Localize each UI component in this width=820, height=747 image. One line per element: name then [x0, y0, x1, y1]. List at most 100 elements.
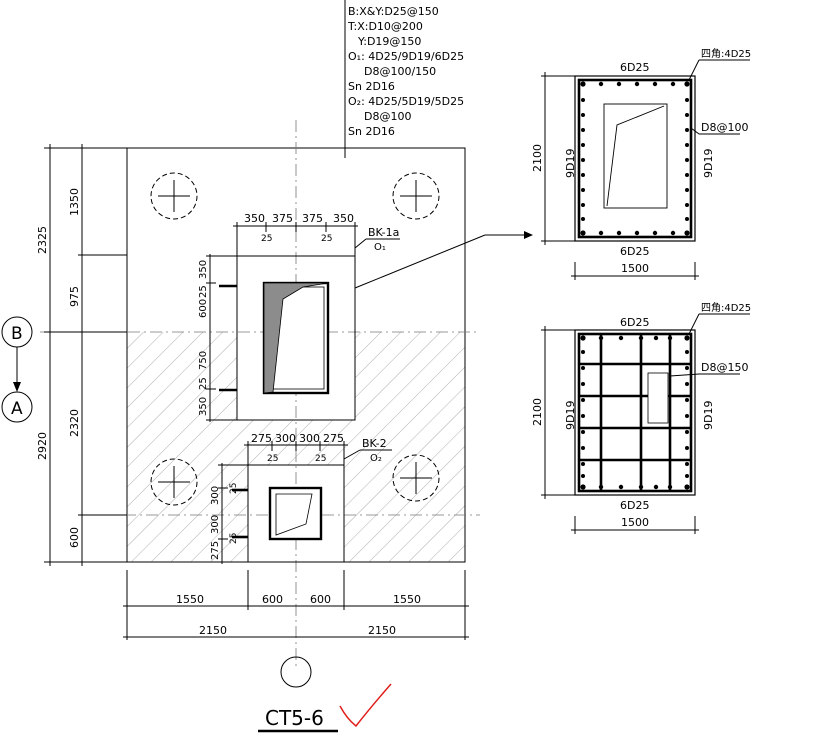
section-2-corner-label: 四角:4D25 [701, 302, 751, 314]
dim-text: 300 [275, 432, 296, 445]
section-1-height-dim: 2100 [531, 144, 544, 172]
bar-mark: 25 [261, 234, 272, 244]
note-o1-sn: Sn 2D16 [348, 80, 395, 93]
dim-text: 300 [299, 432, 320, 445]
pile [150, 172, 198, 220]
bk1-left-dimensions: 350 600 25 750 25 350 [198, 254, 237, 422]
dim-text: 275 [323, 432, 344, 445]
bk1-label: BK-1a O₁ [354, 226, 400, 253]
dim-text: 1550 [176, 593, 204, 606]
bar-mark: 25 [321, 234, 332, 244]
section-2-ties [579, 334, 691, 491]
drawing-title: CT5-6 [265, 706, 324, 730]
dim-text: 300 [210, 486, 221, 505]
note-o1-stirrup: D8@100/150 [364, 65, 436, 78]
note-top-bars-x: T:X:D10@200 [347, 20, 423, 33]
red-check-mark-icon [339, 683, 392, 728]
dim-text: 25 [198, 377, 209, 390]
dim-text: 275 [210, 541, 221, 560]
pile [150, 458, 198, 506]
bk2-label: BK-2 O₂ [343, 437, 392, 464]
bk1-shaded-wedge [263, 282, 329, 394]
bk2-label-text: BK-2 [362, 437, 387, 450]
foundation-plan: 350 375 375 350 25 25 BK-1a O₁ 350 600 2… [1, 120, 533, 733]
dim-text: 2320 [68, 409, 81, 437]
dim-text: 1350 [68, 188, 81, 216]
dim-text: 375 [302, 212, 323, 225]
note-top-bars-y: Y:D19@150 [357, 35, 421, 48]
section-2-left-bars [581, 350, 585, 478]
section-1-stirrup-label: D8@100 [701, 121, 748, 134]
dim-text: 2920 [36, 432, 49, 460]
note-o1-main: O₁: 4D25/9D19/6D25 [348, 50, 464, 63]
axis-label: B [11, 324, 23, 344]
section-2: 6D25 6D25 四角:4D25 D8@150 9D19 9D19 2100 … [531, 302, 751, 534]
section-1-width-dim: 1500 [621, 262, 649, 275]
bk1-label-text: BK-1a [368, 226, 399, 239]
axis-bubble-bottom [280, 656, 312, 688]
dim-text: 350 [198, 397, 209, 416]
bk1-sublabel: O₁ [374, 242, 386, 253]
dim-text: 975 [68, 286, 81, 307]
bk1-top-dimensions: 350 375 375 350 25 25 [233, 212, 358, 256]
section-2-top-label: 6D25 [620, 316, 649, 329]
dim-text: 600 [198, 299, 209, 318]
section-1-stirrup [577, 78, 693, 239]
section-leader [354, 234, 486, 289]
section-1-right-label: 9D19 [702, 149, 715, 178]
axis-bubble-a: A [1, 391, 33, 423]
section-2-stirrup [577, 332, 693, 493]
axis-bubble-b: B [1, 316, 33, 348]
section-2-height-dim: 2100 [531, 398, 544, 426]
reinforcement-notes: B:X&Y:D25@150 T:X:D10@200 Y:D19@150 O₁: … [344, 0, 464, 158]
dim-text: 2150 [368, 624, 396, 637]
section-1-top-bars [580, 81, 690, 87]
dim-text: 750 [198, 351, 209, 370]
section-1-right-bars [685, 98, 689, 221]
left-dimensions: 2325 2920 1350 975 2320 600 [36, 144, 127, 566]
section-2-bottom-bars [580, 484, 690, 490]
note-o2-stirrup: D8@100 [364, 110, 411, 123]
bk2-opening [268, 486, 323, 541]
section-1-bottom-label: 6D25 [620, 245, 649, 258]
bk1-box [236, 255, 356, 421]
section-2-width-dim: 1500 [621, 516, 649, 529]
pile [392, 172, 440, 220]
section-1-corner-label: 四角:4D25 [701, 48, 751, 60]
section-2-top-bars [580, 335, 690, 341]
dim-text: 2325 [36, 226, 49, 254]
section-2-right-bars [685, 350, 689, 478]
pile [392, 454, 440, 502]
note-bottom-bars: B:X&Y:D25@150 [348, 5, 439, 18]
bar-mark: 25 [267, 454, 278, 464]
bk2-inner-mark [275, 493, 313, 536]
bk2-top-dimensions: 275 300 300 275 25 25 [244, 432, 348, 465]
dim-text: 25 [229, 483, 239, 494]
section-2-right-label: 9D19 [702, 401, 715, 430]
bottom-dimensions: 1550 600 600 1550 2150 2150 [123, 570, 469, 640]
dim-text: 600 [68, 527, 81, 548]
dim-text: 2150 [199, 624, 227, 637]
dim-text: 600 [310, 593, 331, 606]
dim-text: 25 [198, 285, 209, 298]
bk2-left-dimensions: 300 25 300 25 275 [210, 463, 248, 564]
dim-text: 600 [262, 593, 283, 606]
section-1: 6D25 6D25 四角:4D25 D8@100 9D19 9D19 2100 … [531, 48, 751, 280]
section-1-top-label: 6D25 [620, 61, 649, 74]
dim-text: 350 [333, 212, 354, 225]
dim-text: 1550 [393, 593, 421, 606]
section-2-stirrup-label: D8@150 [701, 361, 748, 374]
section-2-left-label: 9D19 [564, 401, 577, 430]
dim-text: 275 [251, 432, 272, 445]
note-o2-main: O₂: 4D25/5D19/5D25 [348, 95, 464, 108]
dim-text: 350 [198, 260, 209, 279]
section-1-left-bars [581, 98, 585, 221]
bar-mark: 25 [315, 454, 326, 464]
dim-text: 25 [229, 533, 239, 544]
section-1-bottom-bars [580, 230, 690, 236]
bk2-box [247, 464, 345, 563]
dim-text: 350 [244, 212, 265, 225]
dim-text: 300 [210, 515, 221, 534]
section-1-opening [603, 103, 668, 209]
